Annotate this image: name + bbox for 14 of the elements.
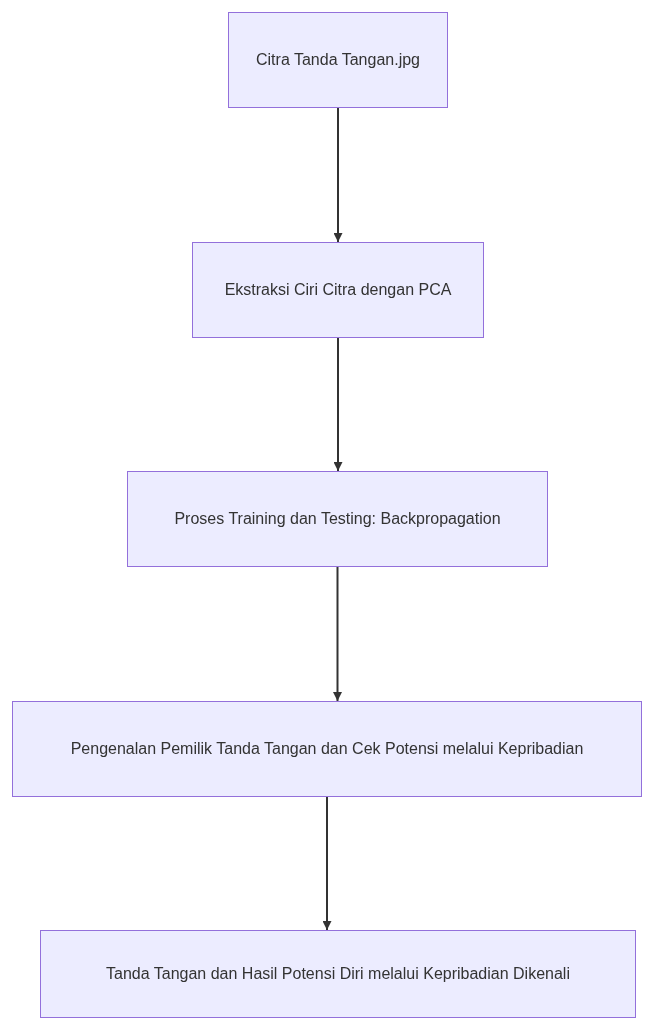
box-label: Pengenalan Pemilik Tanda Tangan dan Cek Potensi melalui Kepribadian	[70, 738, 584, 759]
arrow	[333, 107, 343, 243]
arrow	[333, 566, 342, 702]
process-box	[127, 471, 548, 567]
process-box	[228, 12, 448, 108]
box-label: Ekstraksi Ciri Citra dengan PCA	[224, 279, 452, 300]
box-label: Proses Training dan Testing: Backpropagation	[174, 508, 501, 529]
box-label: Tanda Tangan dan Hasil Potensi Diri melalui Kepribadian Dikenali	[106, 963, 570, 984]
process-box	[40, 930, 636, 1018]
arrow	[322, 796, 332, 931]
process-box	[192, 242, 484, 338]
box-label: Citra Tanda Tangan.jpg	[256, 49, 420, 70]
arrow	[333, 337, 343, 472]
process-box	[12, 701, 642, 797]
